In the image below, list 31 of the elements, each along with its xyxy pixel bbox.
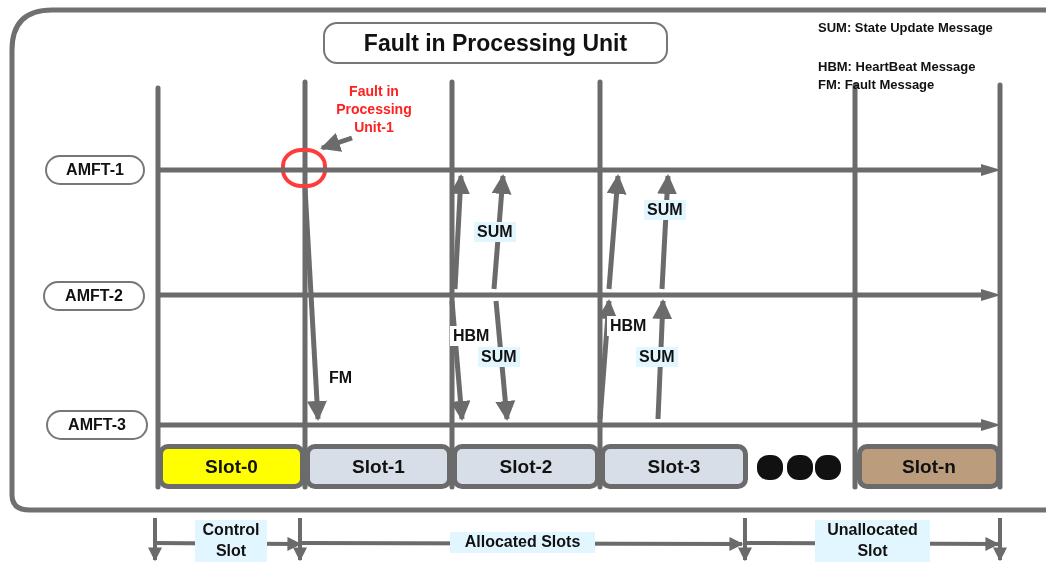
span-label: Control Slot (195, 520, 267, 562)
legend-text: FM: Fault Message (818, 77, 936, 94)
fault-marker (281, 148, 327, 188)
slot-box: Slot-n (857, 444, 1001, 489)
timeline-arrow (158, 164, 1001, 176)
edge-label: SUM (474, 222, 516, 242)
message-arrow (491, 174, 512, 290)
edge-label: SUM (636, 347, 678, 367)
message-arrow (597, 299, 618, 420)
slot-box: Slot-2 (452, 444, 600, 489)
slot-box: Slot-0 (158, 444, 305, 489)
edge-label: SUM (644, 200, 686, 220)
leader-arrow (320, 132, 353, 152)
fault-note: Fault in Processing Unit-1 (322, 80, 426, 138)
edge-label: SUM (478, 347, 520, 367)
timeline-label: AMFT-2 (43, 281, 145, 311)
span-label: Allocated Slots (450, 532, 595, 553)
timeline-label: AMFT-3 (46, 410, 148, 440)
slot-box: Slot-1 (305, 444, 452, 489)
legend-text: HBM: HeartBeat Message (818, 59, 977, 76)
timeline-arrow (158, 419, 1001, 431)
title: Fault in Processing Unit (323, 22, 668, 64)
timeline-label: AMFT-1 (45, 155, 145, 185)
message-arrow (606, 174, 627, 290)
slot-box: Slot-3 (600, 444, 748, 489)
span-label: Unallocated Slot (815, 520, 930, 562)
timeline-arrow (158, 289, 1001, 301)
legend-text: SUM: State Update Message (818, 20, 994, 37)
message-arrow (302, 187, 327, 421)
message-arrow (449, 300, 471, 421)
message-arrow (657, 174, 678, 290)
